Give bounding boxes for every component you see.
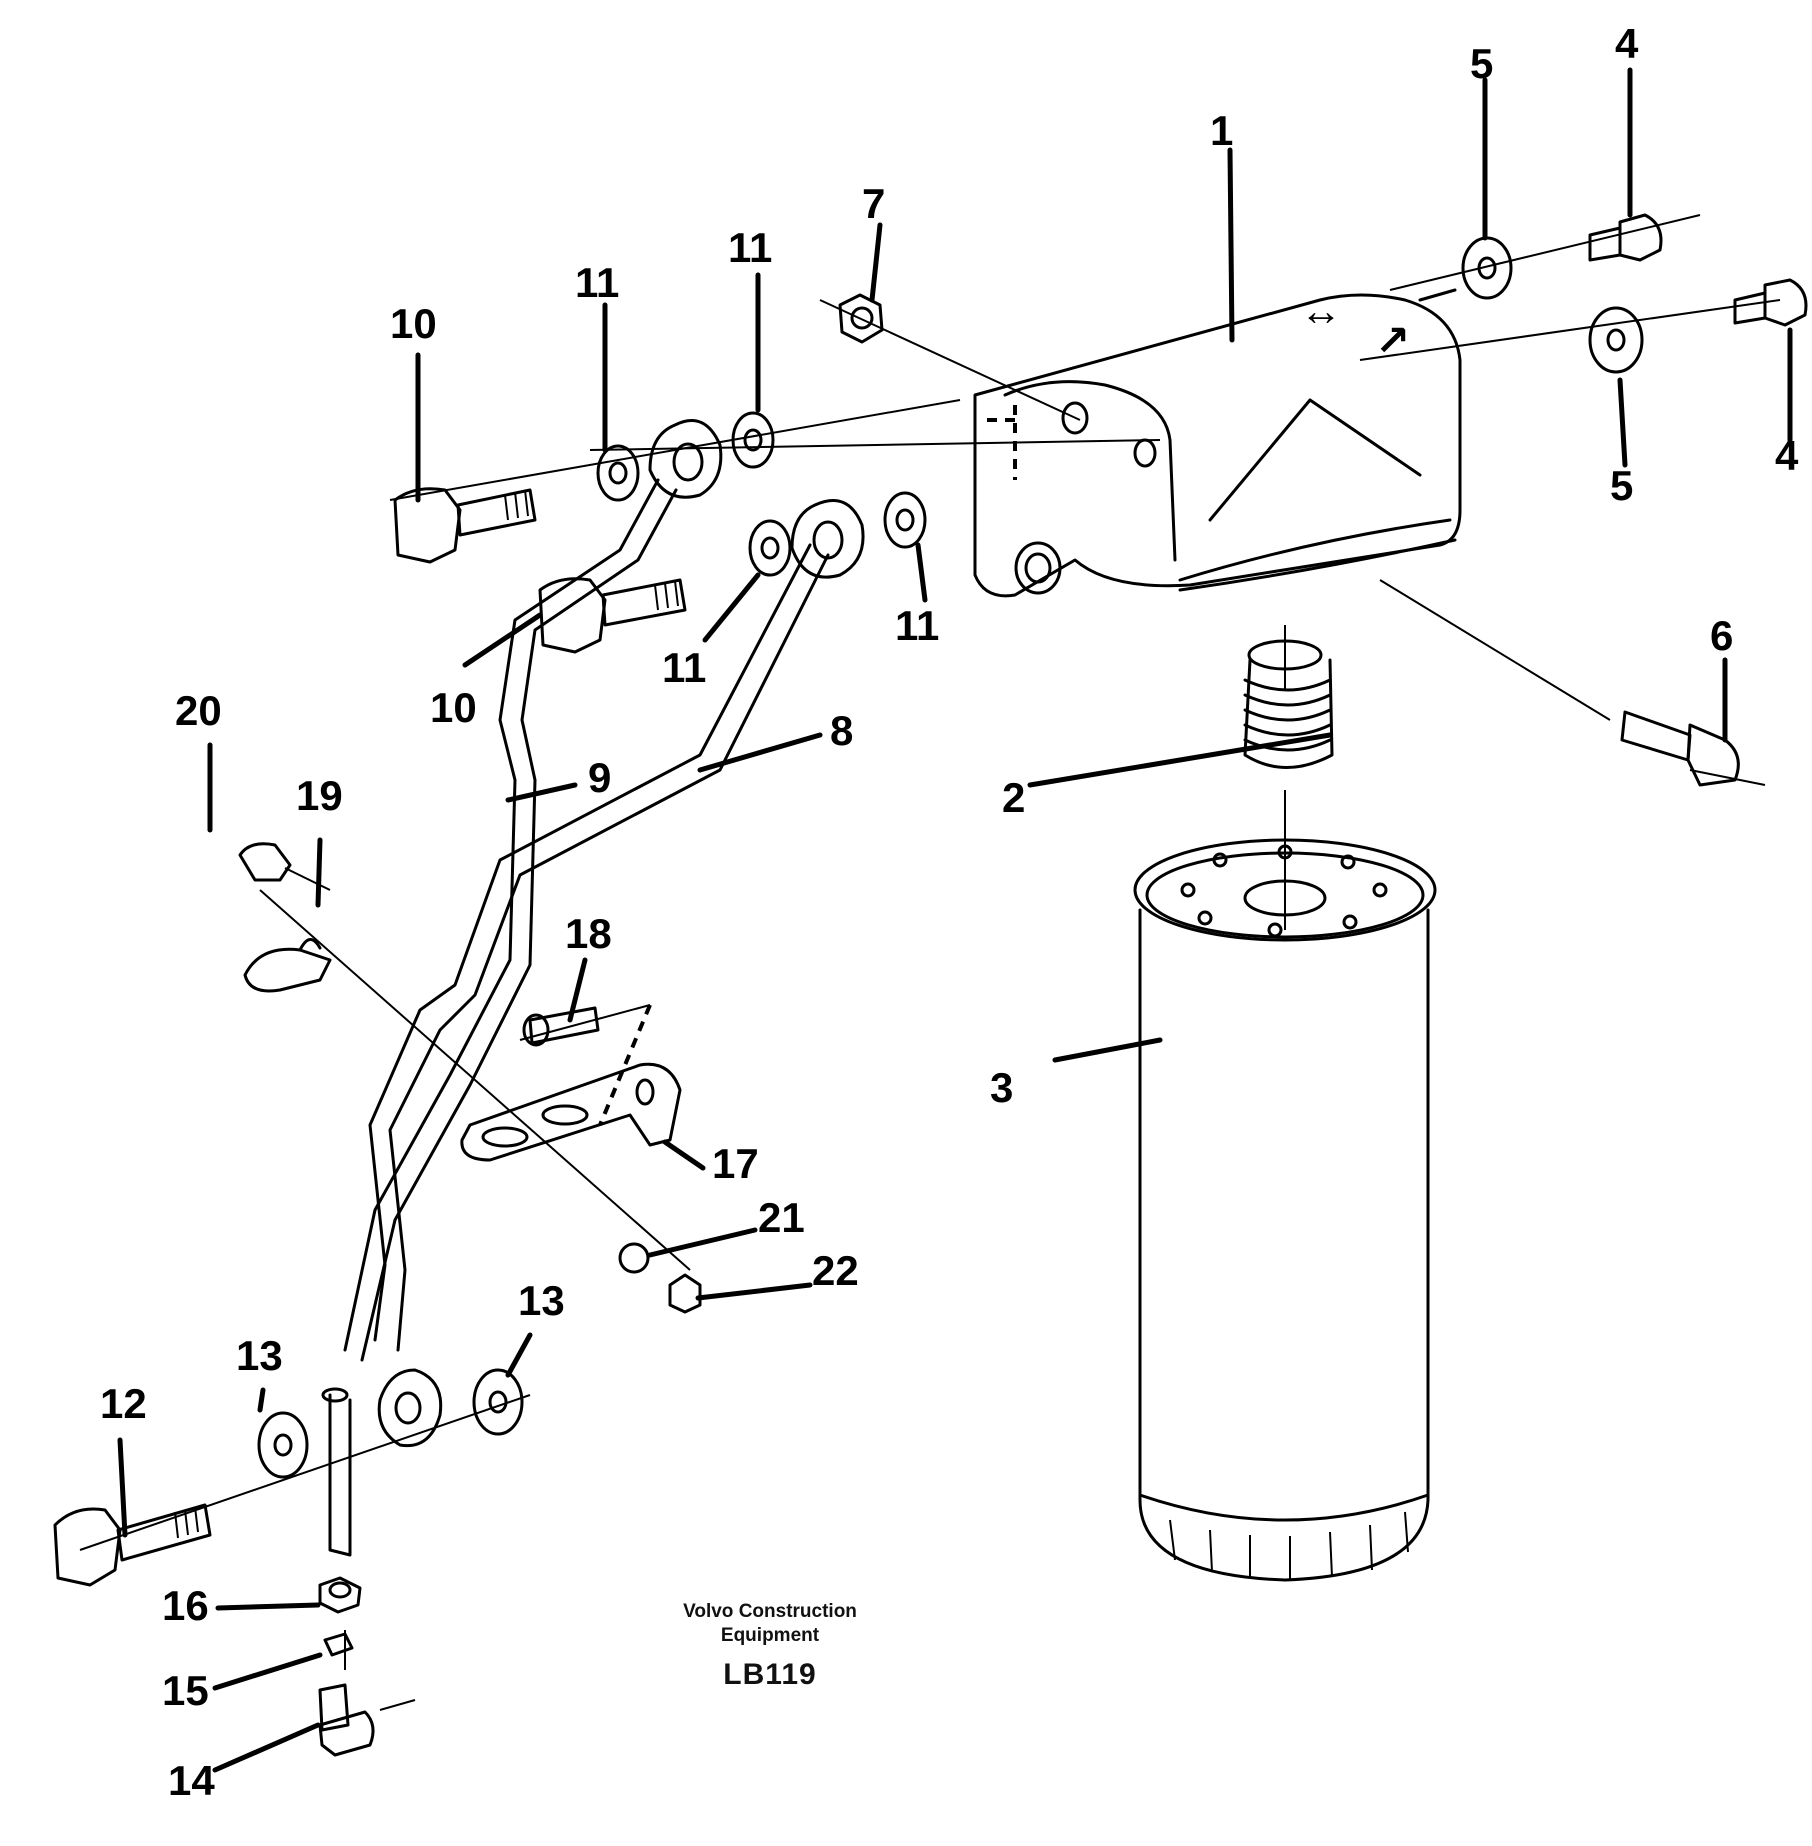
callout-9: 9 [588, 754, 611, 801]
callout-13b: 13 [518, 1277, 565, 1324]
drawing-code: LB119 [723, 1658, 817, 1691]
callout-11b: 11 [728, 224, 772, 271]
svg-text:↔: ↔ [1300, 287, 1342, 334]
clamp-assembly [238, 842, 702, 1314]
banjo-fittings-upper [596, 411, 927, 579]
callout-4b: 4 [1775, 432, 1799, 479]
filter-nipple [1243, 639, 1334, 769]
callout-11d: 11 [895, 602, 939, 649]
callout-16: 16 [162, 1582, 209, 1629]
callout-4a: 4 [1615, 20, 1639, 67]
assembly-axis-lines [79, 214, 1781, 1711]
leader-lines [117, 67, 1793, 1773]
banjo-bolts-upper [393, 487, 687, 654]
callout-21: 21 [758, 1194, 805, 1241]
callout-19: 19 [296, 772, 343, 819]
callout-11c: 11 [662, 644, 706, 691]
callout-5a: 5 [1470, 40, 1493, 87]
callout-13a: 13 [236, 1332, 283, 1379]
company-name-line2: Equipment [720, 1625, 820, 1646]
callout-7: 7 [862, 180, 885, 227]
filter-bracket: ↔ ↗ [973, 287, 1462, 598]
oil-pipes [321, 478, 830, 1557]
callout-17: 17 [712, 1140, 759, 1187]
callout-12: 12 [100, 1380, 147, 1427]
callout-1: 1 [1210, 107, 1233, 154]
oil-filter [1133, 838, 1437, 1582]
callout-labels: 1 2 3 4 4 5 5 6 7 8 9 10 10 11 11 11 11 … [100, 20, 1799, 1804]
callout-18: 18 [565, 910, 612, 957]
callout-14: 14 [168, 1757, 215, 1804]
drawing-caption: Volvo Construction Equipment LB119 [560, 1600, 980, 1692]
callout-20: 20 [175, 687, 222, 734]
callout-10a: 10 [390, 300, 437, 347]
callout-10b: 10 [430, 684, 477, 731]
callout-2: 2 [1002, 774, 1025, 821]
callout-8: 8 [830, 707, 853, 754]
banjo-set-lower [53, 1368, 524, 1757]
svg-text:↗: ↗ [1375, 317, 1410, 364]
screw-washer-set-right [1461, 213, 1808, 374]
callout-3: 3 [990, 1064, 1013, 1111]
screw-right-lower [1620, 710, 1740, 787]
callout-5b: 5 [1610, 462, 1633, 509]
callout-22: 22 [812, 1247, 859, 1294]
callout-6: 6 [1710, 612, 1733, 659]
callout-11a: 11 [575, 259, 619, 306]
company-name-line1: Volvo Construction [683, 1601, 857, 1622]
nut-top [838, 293, 884, 344]
callout-15: 15 [162, 1667, 209, 1714]
